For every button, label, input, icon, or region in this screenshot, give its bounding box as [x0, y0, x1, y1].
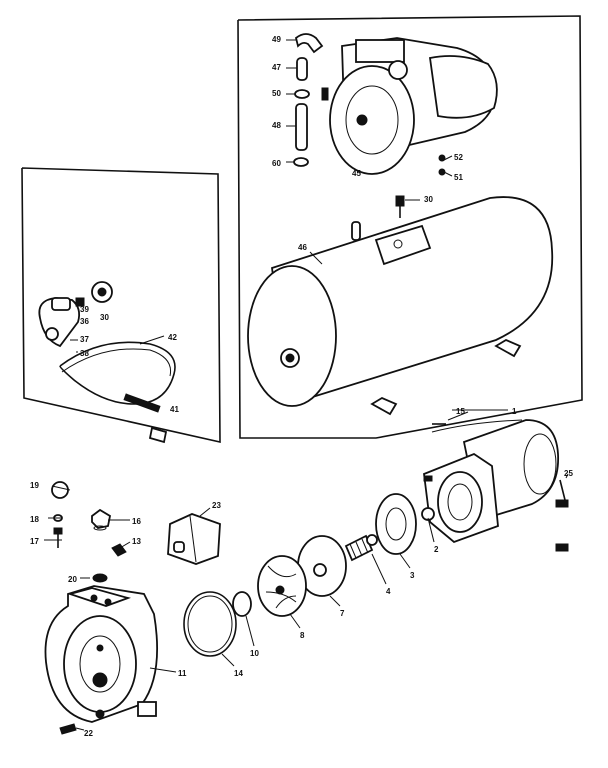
label-part-60: 60: [272, 159, 281, 168]
label-part-2: 2: [434, 545, 439, 554]
label-part-51: 51: [454, 173, 463, 182]
label-part-14: 14: [234, 669, 243, 678]
washer-upper: [294, 89, 310, 99]
label-part-30-tank: 30: [424, 195, 433, 204]
plug-small: [321, 87, 329, 101]
leader-lines: [44, 39, 569, 731]
label-part-16: 16: [132, 517, 141, 526]
label-part-48: 48: [272, 121, 281, 130]
tank-mount-bolt: [395, 195, 420, 218]
nipple-short: [296, 57, 308, 81]
nipple-long: [295, 103, 308, 151]
label-part-19: 19: [30, 481, 39, 490]
label-part-23: 23: [212, 501, 221, 510]
label-part-36: 36: [80, 317, 89, 326]
label-part-37: 37: [80, 335, 89, 344]
label-part-13: 13: [132, 537, 141, 546]
label-part-10: 10: [250, 649, 259, 658]
label-part-22: 22: [84, 729, 93, 738]
label-part-46: 46: [298, 243, 307, 252]
label-part-39: 39: [80, 305, 89, 314]
pump-motor-top: [329, 37, 498, 176]
label-part-1: 1: [512, 407, 517, 416]
bolt-17: [53, 527, 63, 548]
label-part-11: 11: [178, 669, 187, 678]
elbow-fitting: [294, 33, 324, 54]
oring-20: [92, 573, 108, 583]
washer-lower: [293, 157, 309, 167]
o-ring-14: [183, 591, 237, 657]
label-part-25: 25: [564, 469, 573, 478]
label-part-17: 17: [30, 537, 39, 546]
tube-end: [123, 393, 161, 413]
label-part-3: 3: [410, 571, 415, 580]
label-part-8: 8: [300, 631, 305, 640]
label-part-20: 20: [68, 575, 77, 584]
label-part-30-gauge: 30: [100, 313, 109, 322]
label-part-15: 15: [456, 407, 465, 416]
label-part-49: 49: [272, 35, 281, 44]
control-box: [167, 513, 221, 565]
screw-22: [59, 723, 77, 735]
seal-plate: [375, 493, 417, 555]
plug-16: [91, 508, 112, 531]
label-part-47: 47: [272, 63, 281, 72]
pump-exploded-view: [44, 419, 569, 735]
pump-housing: [44, 585, 159, 723]
label-part-38: 38: [80, 349, 89, 358]
label-part-4: 4: [386, 587, 391, 596]
pressure-tank: [247, 196, 554, 416]
plug-19: [51, 481, 69, 499]
label-part-50: 50: [272, 89, 281, 98]
label-part-41: 41: [170, 405, 179, 414]
part-labels: 1 2 3 4 7 8 10 11 13 14 15 16 17 18 19 2…: [30, 35, 573, 738]
gauge-elbow: [51, 297, 71, 311]
impeller: [257, 555, 307, 617]
gauge-assembly-inset: [21, 167, 221, 444]
motor: [423, 419, 559, 544]
small-fitting: [75, 297, 85, 307]
tank-assembly-inset: [237, 15, 583, 439]
connector-41: [148, 426, 168, 444]
label-part-7: 7: [340, 609, 345, 618]
o-ring-10: [232, 591, 252, 617]
label-part-42: 42: [168, 333, 177, 342]
label-part-18: 18: [30, 515, 39, 524]
tubing: [59, 341, 176, 405]
label-part-45: 45: [352, 169, 361, 178]
plug-13: [111, 543, 127, 557]
motor-screws: [432, 423, 569, 552]
shaft-seal: [344, 534, 378, 562]
label-part-52: 52: [454, 153, 463, 162]
